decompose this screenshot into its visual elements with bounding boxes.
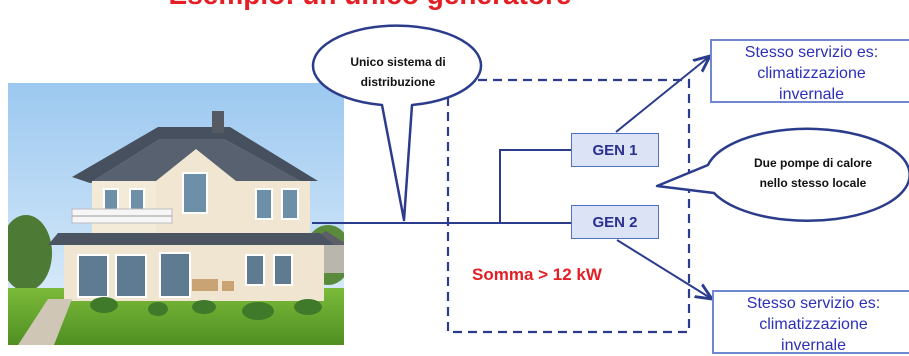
- enclosure-dashed-box: [446, 78, 691, 334]
- service-top-line3: invernale: [779, 86, 844, 103]
- bubble-top-text: Unico sistema di distribuzione: [318, 52, 478, 92]
- bubble-top-line2: distribuzione: [360, 75, 436, 89]
- service-bottom-line3: invernale: [781, 337, 846, 354]
- bubble-right-text: Due pompe di calore nello stesso locale: [718, 153, 908, 193]
- generator-box-gen1: GEN 1: [571, 133, 659, 167]
- service-top-line2: climatizzazione: [757, 65, 866, 82]
- branch-line-gen1: [499, 149, 571, 223]
- sum-label: Somma > 12 kW: [472, 265, 602, 284]
- bubble-right-line1: Due pompe di calore: [753, 156, 873, 170]
- arrow-to-service-top: [615, 56, 710, 133]
- page-title: Esempio: un unico generatore: [60, 0, 680, 9]
- bubble-top-line1: Unico sistema di: [350, 55, 446, 69]
- arrow-to-service-bottom: [616, 239, 712, 299]
- speech-bubble-top: [311, 24, 483, 222]
- bubble-right-line2: nello stesso locale: [759, 176, 867, 190]
- service-box-top: Stesso servizio es: climatizzazione inve…: [710, 39, 909, 103]
- service-bottom-line2: climatizzazione: [759, 316, 868, 333]
- speech-bubble-right: [655, 127, 909, 223]
- service-bottom-line1: Stesso servizio es:: [746, 295, 881, 312]
- service-top-line1: Stesso servizio es:: [744, 44, 879, 61]
- house-photo: [8, 83, 344, 345]
- service-box-bottom: Stesso servizio es: climatizzazione inve…: [712, 290, 909, 354]
- generator-box-gen2: GEN 2: [571, 205, 659, 239]
